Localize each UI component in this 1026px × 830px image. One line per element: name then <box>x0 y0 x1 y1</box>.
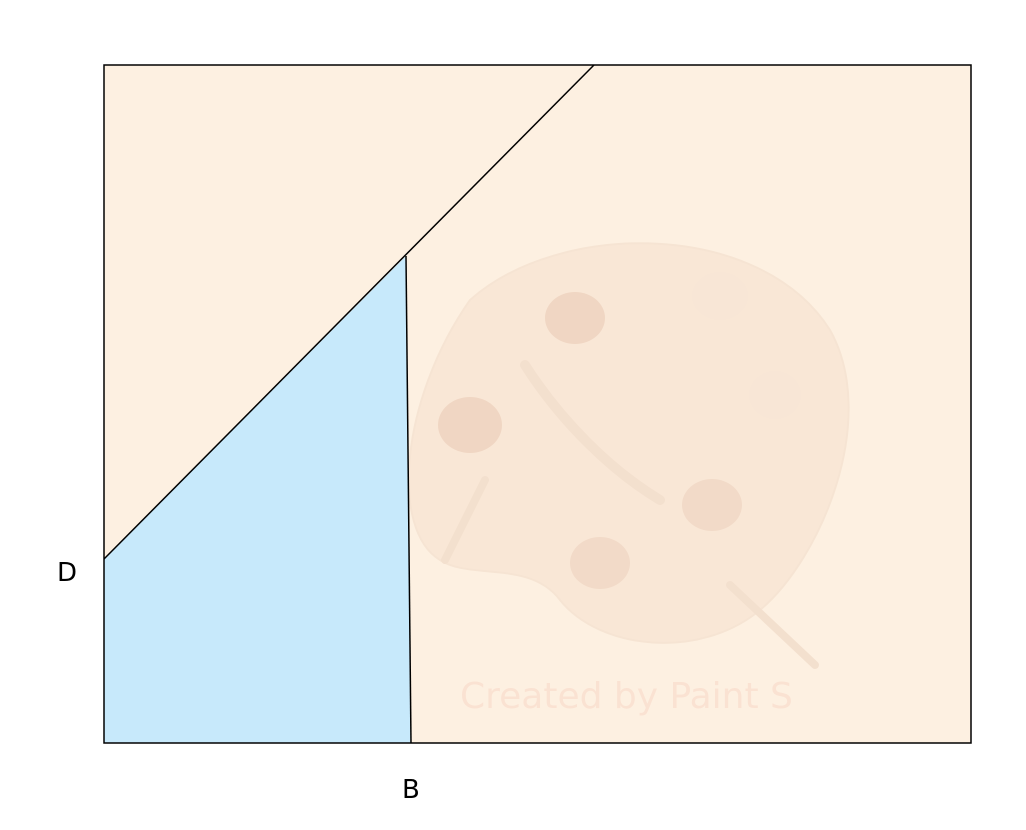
palette-icon <box>407 242 850 669</box>
watermark-text: Created by Paint S <box>460 676 793 717</box>
frame-outline <box>103 64 972 744</box>
watermark: Created by Paint S <box>407 242 850 717</box>
vertical-line <box>405 255 412 744</box>
label-d: D <box>57 558 77 588</box>
diagonal-line <box>103 64 595 560</box>
shaded-region <box>104 256 411 743</box>
label-b: B <box>402 775 420 805</box>
